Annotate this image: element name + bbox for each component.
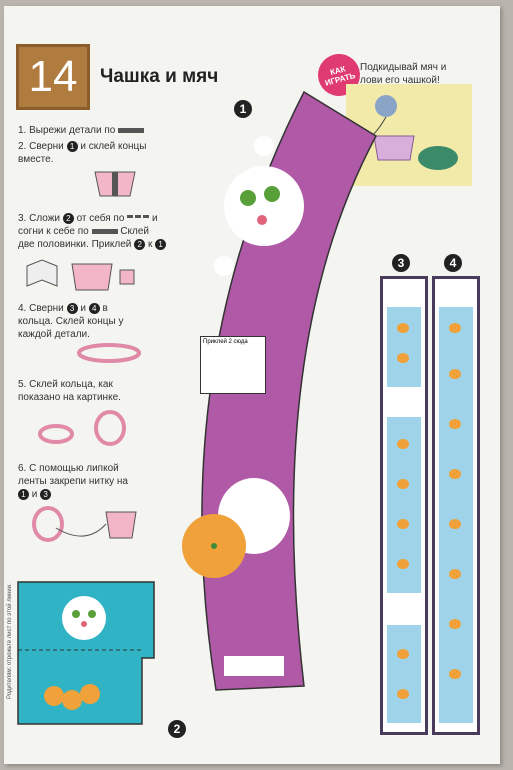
- strip-tab: [387, 599, 421, 621]
- part-number-badge: 1: [155, 238, 167, 250]
- step-6-text-b: и: [31, 489, 38, 500]
- how-to-play-text: Подкидывай мяч и лови его чашкой!: [360, 62, 447, 86]
- strip-tab: [387, 283, 421, 305]
- strip-pattern: [387, 307, 421, 387]
- strip-pattern: [387, 625, 421, 723]
- strip-tab: [439, 283, 473, 305]
- part-number-badge: 1: [66, 140, 78, 152]
- glue-here-text: Приклей 2 сюда: [203, 339, 248, 345]
- page-title: Чашка и мяч: [100, 66, 219, 87]
- part-number-badge: 2: [62, 212, 74, 224]
- mouse-icon: [449, 669, 461, 679]
- step-1-text: 1. Вырежи детали по: [18, 125, 116, 136]
- fold-line-icon: [91, 228, 118, 234]
- activity-page: 14 Чашка и мяч КАК ИГРАТЬ Подкидывай мяч…: [4, 6, 500, 764]
- step-6-thread-icon: [32, 506, 137, 542]
- step-2-cup-icon: [94, 171, 136, 197]
- part-2-label: 2: [168, 720, 186, 738]
- step-4-text-b: и: [80, 303, 86, 314]
- part-1-label: 1: [234, 100, 252, 118]
- part-number-badge: 3: [40, 488, 52, 500]
- part-number-badge: 2: [134, 238, 146, 250]
- mouse-icon: [397, 689, 409, 699]
- step-5-text: 5. Склей кольца, как показано на картинк…: [18, 379, 121, 403]
- step-3-diagram: [26, 259, 135, 291]
- part-4-label: 4: [444, 254, 462, 272]
- mouse-icon: [449, 369, 461, 379]
- mouse-icon: [449, 519, 461, 529]
- part-4-strip: [432, 276, 480, 735]
- mouse-icon: [397, 519, 409, 529]
- fold-line-icon: [127, 215, 150, 221]
- mouse-icon: [397, 649, 409, 659]
- step-3-text-d: Склей две половинки. Приклей: [18, 226, 150, 250]
- mouse-icon: [449, 469, 461, 479]
- part-2-cutout: 2: [14, 578, 186, 738]
- part-number-badge: 1: [18, 488, 29, 500]
- step-2-text-a: 2. Сверни: [18, 141, 64, 152]
- step-3-text-a: 3. Сложи: [18, 213, 61, 224]
- mouse-icon: [397, 439, 409, 449]
- cup-and-ball-illustration: [367, 95, 458, 170]
- step-4-text-c: в кольца. Склей концы у каждой детали.: [18, 303, 124, 340]
- part-3-strip: [380, 276, 428, 735]
- step-5: 5. Склей кольца, как показано на картинк…: [18, 378, 128, 404]
- step-4: 4. Сверни 3 и 4 в кольца. Склей концы у …: [18, 302, 128, 341]
- part-number-badge: 3: [66, 302, 78, 314]
- step-5-rings-icon: [38, 410, 126, 446]
- mouse-icon: [397, 559, 409, 569]
- cut-line-icon: [118, 127, 145, 133]
- activity-number: 14: [16, 44, 90, 110]
- part-3-label: 3: [392, 254, 410, 272]
- strip-tab: [387, 391, 421, 413]
- step-1: 1. Вырежи детали по: [18, 124, 145, 137]
- mouse-icon: [449, 619, 461, 629]
- step-4-text-a: 4. Сверни: [18, 303, 64, 314]
- step-3-text-b: от себя по: [76, 213, 125, 224]
- mouse-icon: [397, 323, 409, 333]
- step-6: 6. С помощью липкой ленты закрепи нитку …: [18, 462, 128, 501]
- step-2: 2. Сверни 1 и склей концы вместе.: [18, 140, 148, 166]
- mouse-icon: [397, 353, 409, 363]
- part-1-cup-band: [182, 90, 377, 691]
- step-4-ring-icon: [77, 343, 141, 363]
- mouse-icon: [449, 323, 461, 333]
- glue-here-card: Приклей 2 сюда: [200, 336, 266, 394]
- step-6-text-a: 6. С помощью липкой ленты закрепи нитку …: [18, 463, 128, 487]
- step-2-text-b: и склей концы вместе.: [18, 141, 147, 165]
- mouse-icon: [449, 419, 461, 429]
- mouse-icon: [449, 569, 461, 579]
- step-3: 3. Сложи 2 от себя по и согни к себе по …: [18, 212, 168, 251]
- step-3-text-c: и согни к себе по: [18, 213, 158, 237]
- step-3-text-e: к: [147, 239, 153, 250]
- parent-note: Родителям: отрежьте лист по этой линии.: [7, 583, 13, 699]
- part-number-badge: 4: [88, 302, 100, 314]
- mouse-icon: [397, 479, 409, 489]
